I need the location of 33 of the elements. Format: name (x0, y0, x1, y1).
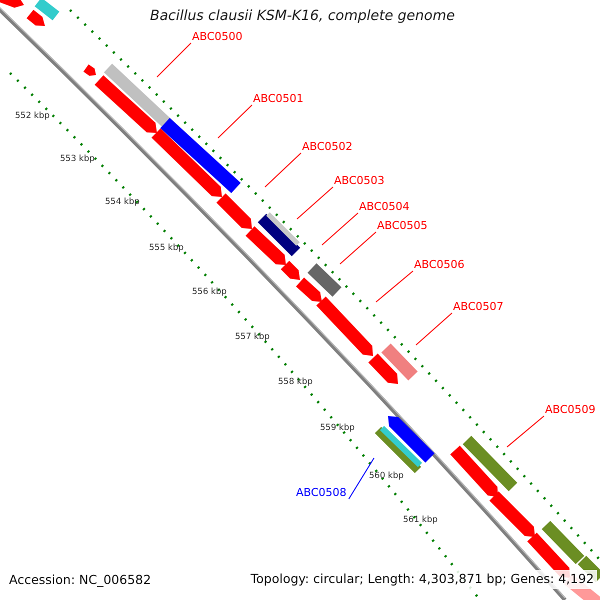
leader-line (340, 232, 376, 264)
leader-line (264, 152, 302, 188)
gene-label: ABC0500 (192, 31, 243, 42)
position-label: 557 kbp (235, 333, 270, 342)
gene-label: ABC0504 (359, 201, 410, 212)
gene-label: ABC0506 (414, 259, 465, 270)
leader-line (506, 416, 544, 448)
gene-label: ABC0509 (545, 404, 596, 415)
position-label: 560 kbp (369, 472, 404, 480)
gene-label: ABC0505 (377, 220, 428, 231)
position-label: 552 kbp (15, 112, 50, 120)
position-label: 558 kbp (278, 378, 313, 386)
position-label: 561 kbp (403, 516, 438, 524)
position-label: 553 kbp (60, 155, 95, 164)
leader-line (296, 186, 334, 220)
position-label: 555 kbp (149, 244, 184, 252)
position-label: 559 kbp (320, 424, 355, 432)
position-label: 556 kbp (192, 288, 227, 296)
position-label: 554 kbp (105, 198, 140, 206)
leader-line (156, 42, 192, 78)
leader-line (376, 270, 414, 302)
gene-label: ABC0503 (334, 175, 385, 186)
accession-text: Accession: NC_006582 (9, 574, 152, 586)
gene-label: ABC0507 (453, 301, 504, 312)
gene-label: ABC0508 (296, 487, 347, 498)
title: Bacillus clausii KSM-K16, complete genome (150, 9, 455, 23)
gene-label: ABC0502 (302, 141, 353, 152)
leader-line (218, 104, 252, 138)
leader-line (348, 458, 374, 500)
gene-label: ABC0501 (253, 93, 304, 104)
leader-line (322, 212, 358, 246)
genome-summary-text: Topology: circular; Length: 4,303,871 bp; Genes: 4,192 (248, 570, 597, 588)
leader-line (416, 312, 452, 346)
